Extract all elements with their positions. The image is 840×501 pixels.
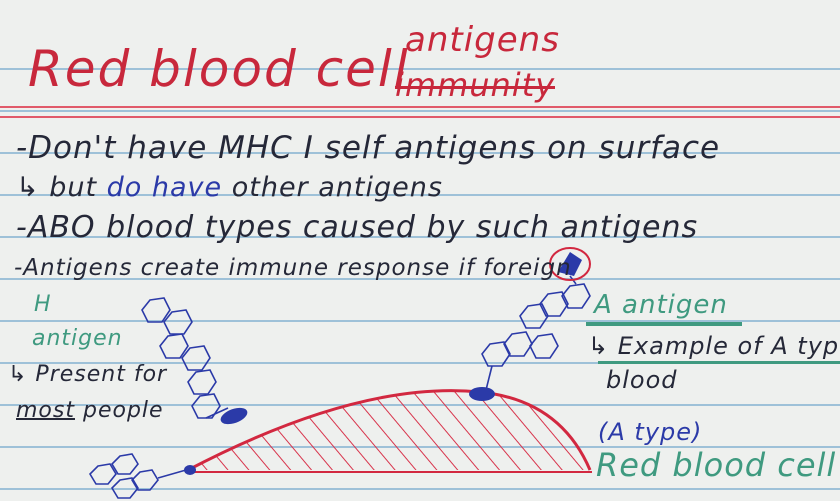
a-type-example-underline — [598, 361, 840, 364]
red-blood-cell-shape — [187, 389, 592, 473]
bullet-line-4: -Antigens create immune response if fore… — [14, 255, 572, 281]
highlighted-phrase: do have — [106, 172, 223, 203]
emphasis-word: most — [16, 398, 75, 423]
a-type-example-line: ↳ Example of A type — [588, 332, 840, 364]
h-antigen-note-rest: people — [74, 398, 164, 423]
crossed-word-text: immunity — [395, 66, 556, 104]
a-antigen-underline — [586, 322, 742, 326]
h-antigen-note-line: ↳ Present for — [8, 362, 168, 387]
h-antigen-note-line-2: most people — [16, 398, 164, 423]
a-antigen-label: A antigen — [586, 290, 742, 326]
strikethrough-line — [395, 85, 556, 89]
h-antigen-label-word: antigen — [32, 326, 123, 351]
a-antigen-label-text: A antigen — [594, 290, 728, 320]
a-type-example-text: ↳ Example of A type — [588, 332, 840, 360]
a-antigen-chain — [481, 275, 591, 391]
h-antigen-label: H — [34, 292, 52, 317]
heading-crossed-word: immunity — [395, 66, 556, 104]
h-antigen-anchor-icon — [220, 407, 248, 425]
bullet-line-3: -ABO blood types caused by such antigens — [16, 210, 699, 245]
h-antigen-base-anchor-icon — [184, 465, 196, 475]
bullet-line-1: -Don't have MHC I self antigens on surfa… — [16, 130, 721, 166]
a-type-blood-word: blood — [606, 366, 678, 394]
cell-type-label: (A type) — [598, 418, 703, 446]
cell-name-label: Red blood cell — [596, 446, 837, 484]
bullet-line-2: ↳ but do have other antigens — [16, 172, 443, 203]
heading-added-word: antigens — [405, 20, 560, 60]
page-title: Red blood cell — [28, 40, 410, 98]
a-antigen-anchor-icon — [469, 387, 495, 401]
